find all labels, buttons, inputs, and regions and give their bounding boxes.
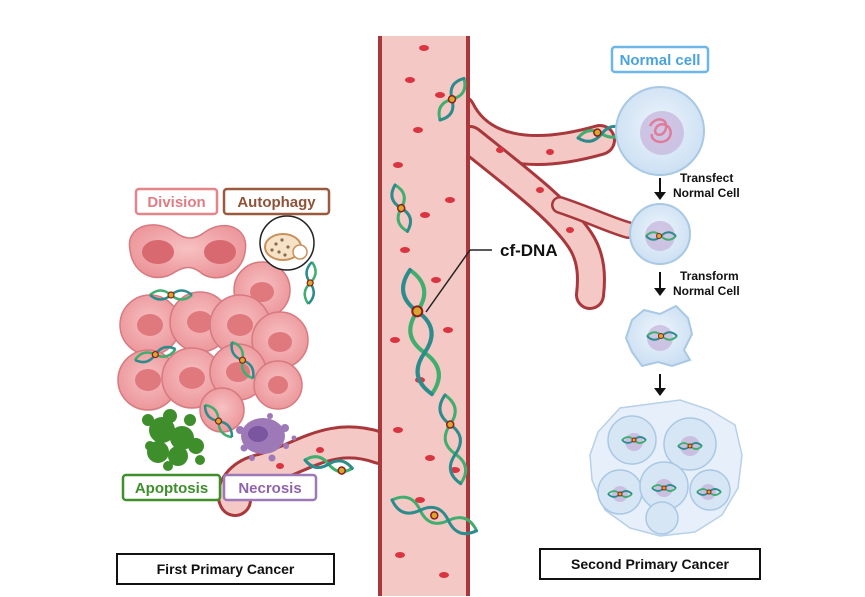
arrow-transfect <box>654 178 666 200</box>
cfdna-pointer <box>425 249 471 313</box>
arrow-progression <box>654 374 666 396</box>
svg-text:Necrosis: Necrosis <box>238 480 301 497</box>
normal-cell <box>615 86 705 176</box>
svg-text:First Primary Cancer: First Primary Cancer <box>157 561 295 577</box>
necrosis-cell <box>236 413 297 462</box>
red-blood-cells <box>276 45 574 578</box>
cfdna-label: cf-DNA <box>500 241 558 260</box>
transform-label-2: Normal Cell <box>673 284 740 298</box>
dna-strands <box>303 76 627 536</box>
transfect-label-1: Transfect <box>680 171 733 185</box>
necrosis-label: Necrosis <box>222 473 318 502</box>
autophagy-label: Autophagy <box>222 187 331 216</box>
arrow-transform <box>654 272 666 296</box>
second-primary-cancer-box: Second Primary Cancer <box>539 548 761 580</box>
first-primary-cancer-box: First Primary Cancer <box>116 553 335 585</box>
tumor-cluster <box>117 215 317 471</box>
svg-text:Normal cell: Normal cell <box>620 52 701 69</box>
division-label: Division <box>134 187 219 216</box>
second-tumor-cluster <box>589 399 743 537</box>
transformed-cell <box>624 304 694 368</box>
apoptosis-label: Apoptosis <box>121 473 222 502</box>
svg-text:Division: Division <box>147 194 205 211</box>
autophagy-inset <box>259 215 315 271</box>
svg-text:Apoptosis: Apoptosis <box>135 480 208 497</box>
transform-label-1: Transform <box>680 269 739 283</box>
apoptosis-cell <box>142 409 205 471</box>
svg-text:Autophagy: Autophagy <box>237 194 316 211</box>
transfect-label-2: Normal Cell <box>673 186 740 200</box>
transfected-cell <box>629 203 691 265</box>
normal-cell-label: Normal cell <box>610 45 710 74</box>
svg-text:Second Primary Cancer: Second Primary Cancer <box>571 556 730 572</box>
dividing-cell <box>128 224 247 279</box>
cfdna-strand <box>401 268 441 397</box>
